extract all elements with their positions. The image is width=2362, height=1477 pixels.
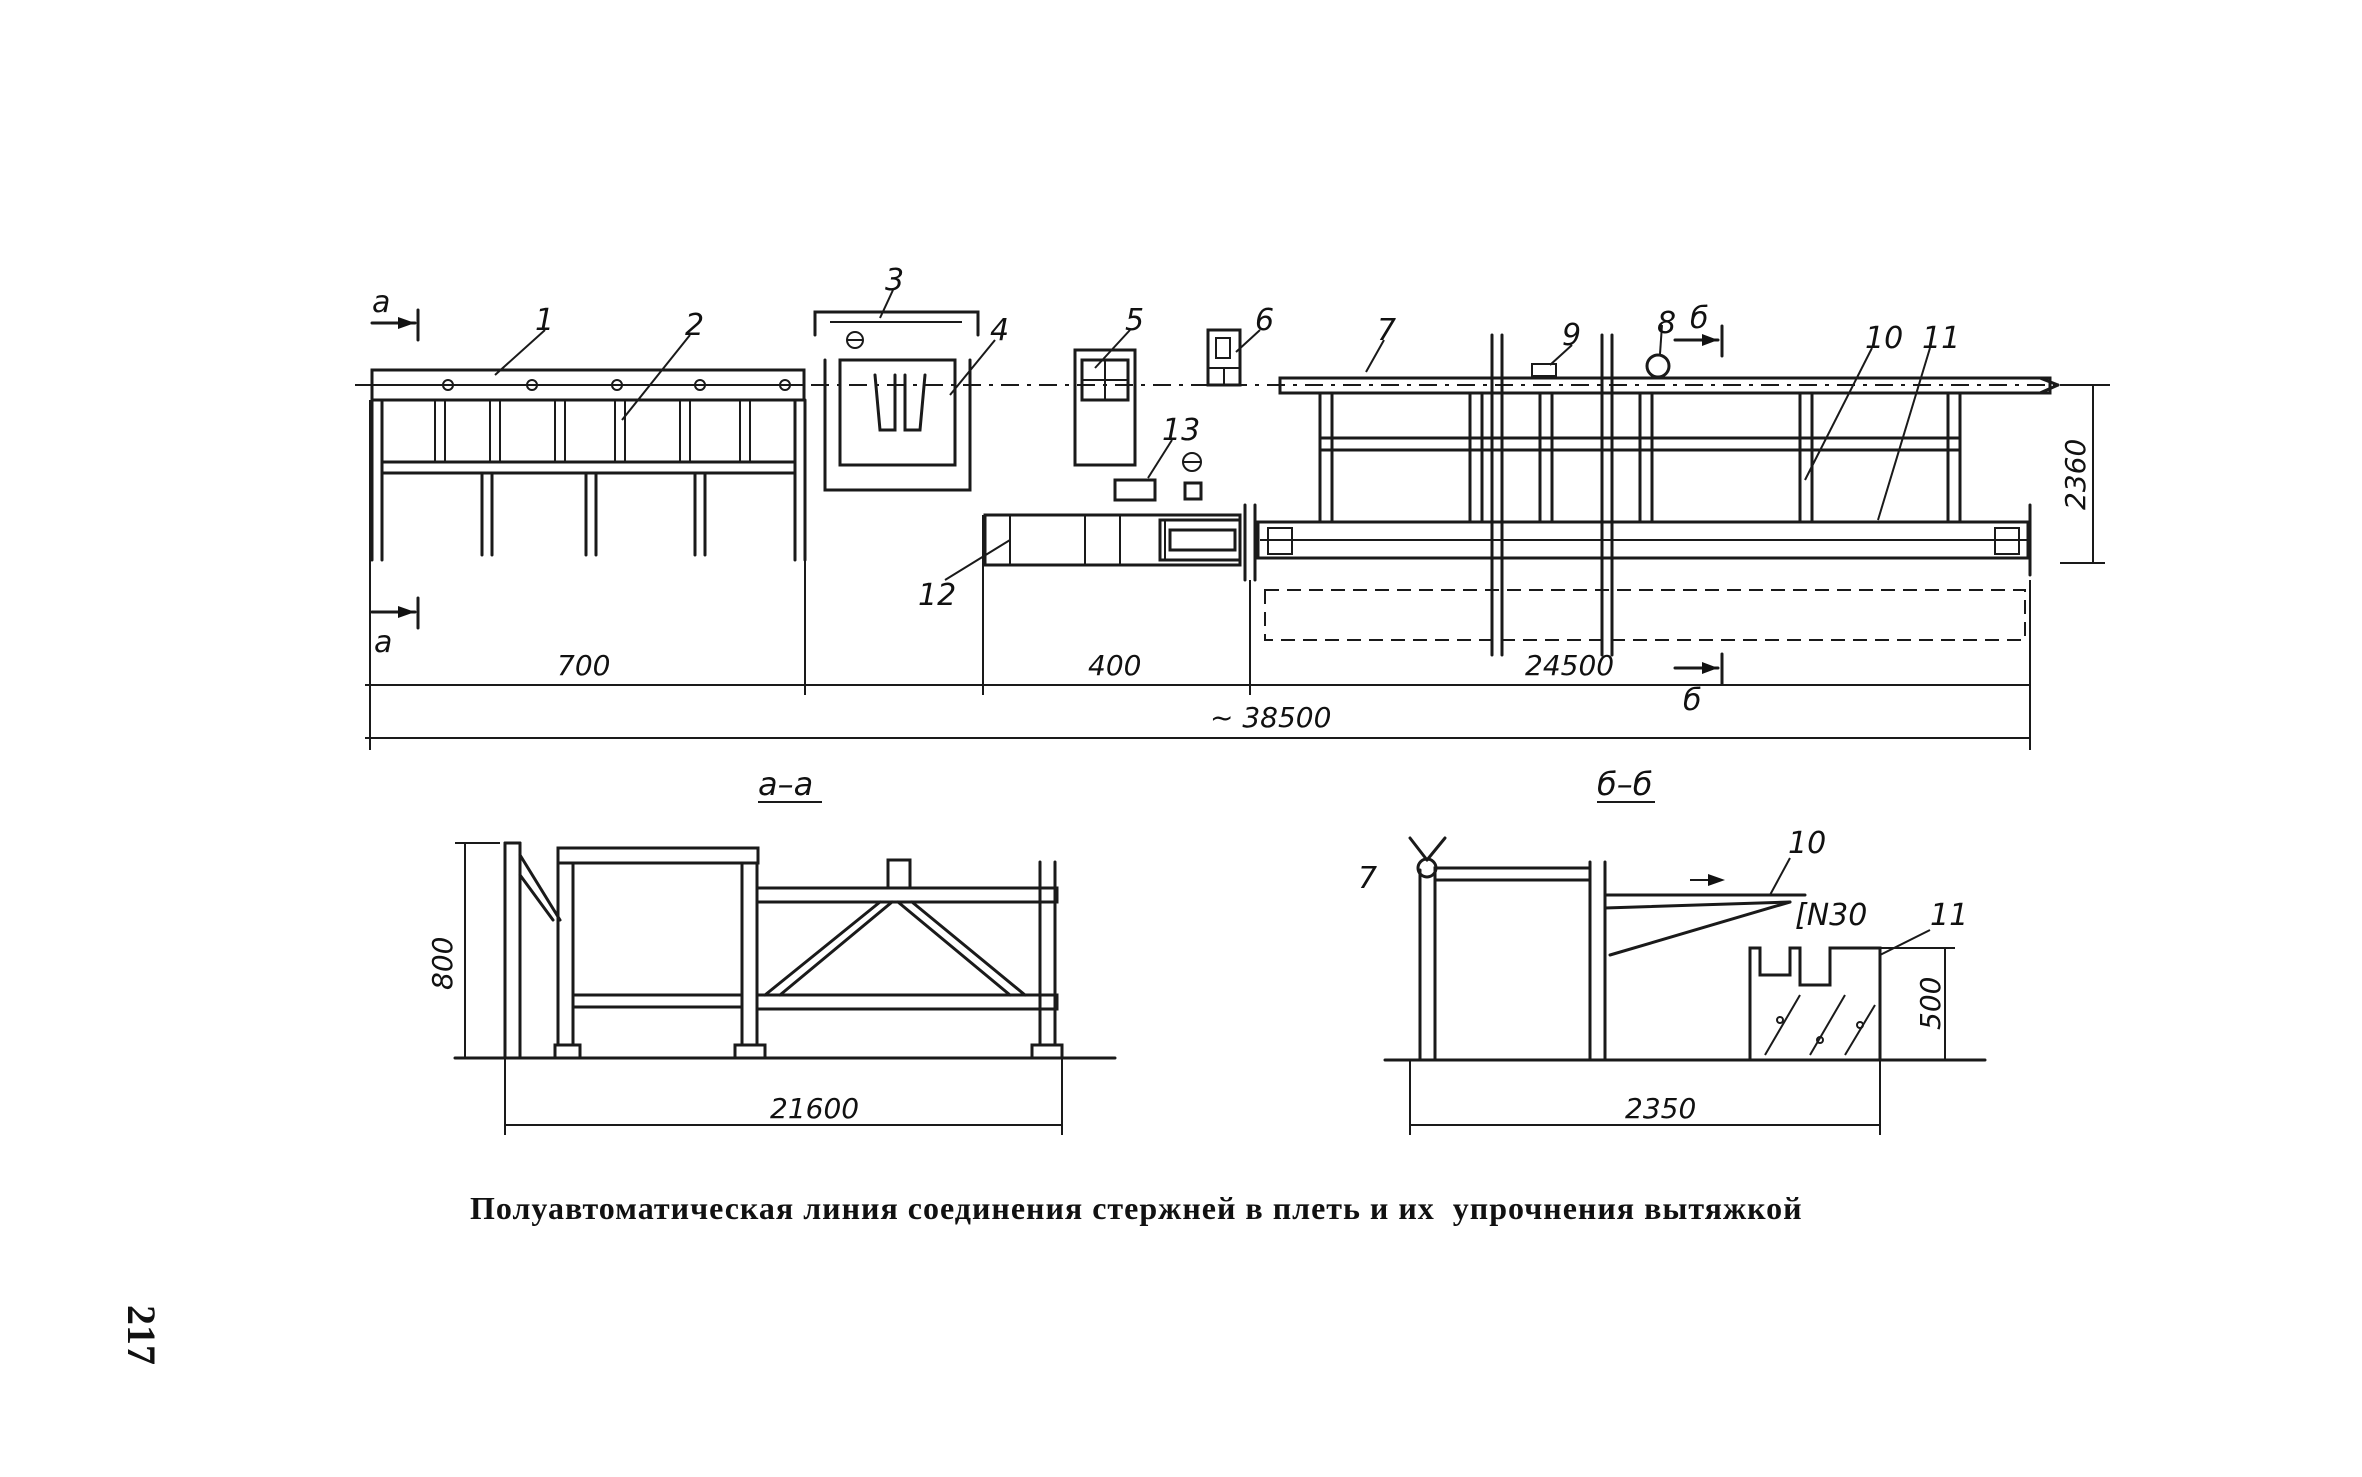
page-number: 217 [119, 1305, 164, 1365]
callout-12: 12 [918, 578, 956, 613]
callout-2: 2 [685, 308, 704, 343]
section-bb-title: б–б [1597, 765, 1652, 803]
section-aa-title: а–а [758, 765, 813, 803]
callout-8: 8 [1657, 306, 1676, 341]
stretching-bed [1256, 503, 2032, 641]
callout-3: 3 [885, 263, 904, 298]
dim-400: 400 [1088, 649, 1141, 682]
callout-7: 7 [1377, 313, 1396, 348]
callout-13: 13 [1162, 413, 1200, 448]
stretching-unit-12 [983, 503, 1257, 582]
section-bb-height: 500 [1914, 977, 1947, 1030]
butt-welding-machine [813, 310, 980, 492]
section-bb-width: 2350 [1625, 1092, 1696, 1125]
section-bb-profile: [N30 [1795, 898, 1867, 933]
unit-13 [1113, 452, 1203, 502]
section-aa-height: 800 [426, 937, 459, 990]
callout-10: 10 [1865, 321, 1903, 356]
receiving-rack [1278, 333, 2060, 657]
dim-700: 700 [557, 649, 610, 682]
section-bb-label-10: 10 [1788, 826, 1826, 861]
section-mark-a: а а [370, 285, 420, 660]
dim-2360: 2360 [2059, 439, 2092, 510]
plan-view: а а [355, 263, 2110, 750]
unit-5 [1073, 348, 1137, 467]
section-bb-label-7: 7 [1358, 861, 1377, 896]
plan-dimensions: 700 400 24500 ~ 38500 2360 [365, 384, 2105, 750]
figure-caption: Полуавтоматическая линия соединения стер… [470, 1190, 1803, 1226]
section-bb: б–б 7 10 11 [N30 500 2350 [1358, 765, 1987, 1135]
unit-6 [1206, 328, 1242, 387]
callouts: 1 2 3 4 5 6 7 8 9 10 11 12 13 [494, 263, 1960, 613]
callout-9: 9 [1562, 318, 1581, 353]
roller-table [370, 368, 807, 562]
section-a-label-top: а [372, 285, 390, 320]
dim-38500: ~ 38500 [1210, 701, 1331, 734]
callout-1: 1 [535, 303, 554, 338]
dim-24500: 24500 [1525, 649, 1614, 682]
callout-11: 11 [1922, 321, 1960, 356]
section-aa: а–а 800 21600 [426, 765, 1117, 1135]
callout-5: 5 [1125, 303, 1144, 338]
section-bb-label-11: 11 [1930, 898, 1968, 933]
section-b-label-bottom: б [1683, 683, 1702, 718]
section-mark-b: б б [1673, 301, 1724, 718]
callout-6: 6 [1255, 303, 1274, 338]
section-a-label-bottom: а [374, 625, 392, 660]
section-aa-length: 21600 [770, 1092, 859, 1125]
section-b-label-top: б [1690, 301, 1709, 336]
callout-4: 4 [990, 313, 1009, 348]
